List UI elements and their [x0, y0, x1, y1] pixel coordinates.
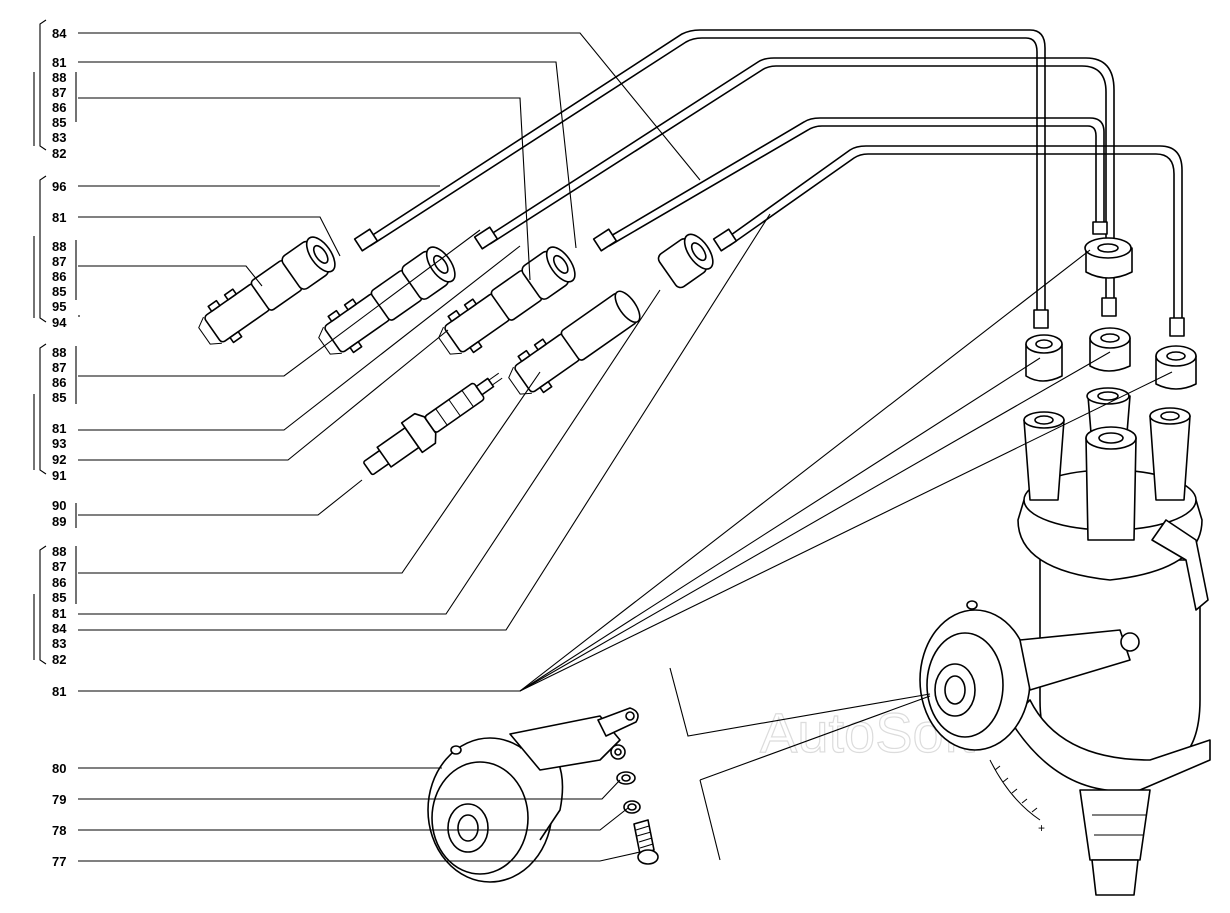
- callout-86: 86: [52, 575, 66, 590]
- callout-81: 81: [52, 421, 66, 436]
- callout-93: 93: [52, 436, 66, 451]
- spark-plug: [363, 372, 503, 476]
- callout-86: 86: [52, 375, 66, 390]
- callout-95: 95: [52, 299, 66, 314]
- callout-80: 80: [52, 761, 66, 776]
- callout-91: 91: [52, 468, 66, 483]
- leader-lines: [33, 19, 1173, 862]
- high-tension-leads: [353, 29, 1185, 337]
- callout-87: 87: [52, 85, 66, 100]
- callout-85: 85: [52, 590, 66, 605]
- svg-text:+: +: [1038, 821, 1045, 835]
- callout-88: 88: [52, 70, 66, 85]
- callout-79: 79: [52, 792, 66, 807]
- vacuum-advance-unit: [427, 707, 659, 883]
- spark-plug-connectors: [198, 233, 714, 395]
- callout-86: 86: [52, 100, 66, 115]
- callout-81: 81: [52, 210, 66, 225]
- callout-84: 84: [52, 621, 67, 636]
- callout-85: 85: [52, 390, 66, 405]
- callout-96: 96: [52, 179, 66, 194]
- callout-85: 85: [52, 284, 66, 299]
- callout-77: 77: [52, 854, 66, 869]
- callout-81: 81: [52, 684, 66, 699]
- callout-89: 89: [52, 514, 66, 529]
- callout-81: 81: [52, 606, 66, 621]
- callout-86: 86: [52, 269, 66, 284]
- callout-82: 82: [52, 146, 66, 161]
- callout-labels: 84 81 88 87 86 85 83 82 96 81 88 87 86 8…: [52, 26, 67, 869]
- callout-87: 87: [52, 254, 66, 269]
- callout-87: 87: [52, 559, 66, 574]
- callout-84: 84: [52, 26, 67, 41]
- callout-83: 83: [52, 130, 66, 145]
- callout-94: 94: [52, 315, 67, 330]
- callout-83: 83: [52, 636, 66, 651]
- distributor-assembly: +: [919, 237, 1211, 896]
- callout-78: 78: [52, 823, 66, 838]
- callout-88: 88: [52, 544, 66, 559]
- callout-81: 81: [52, 55, 66, 70]
- callout-88: 88: [52, 239, 66, 254]
- callout-90: 90: [52, 498, 66, 513]
- callout-88: 88: [52, 345, 66, 360]
- callout-92: 92: [52, 452, 66, 467]
- callout-85: 85: [52, 115, 66, 130]
- callout-87: 87: [52, 360, 66, 375]
- callout-82: 82: [52, 652, 66, 667]
